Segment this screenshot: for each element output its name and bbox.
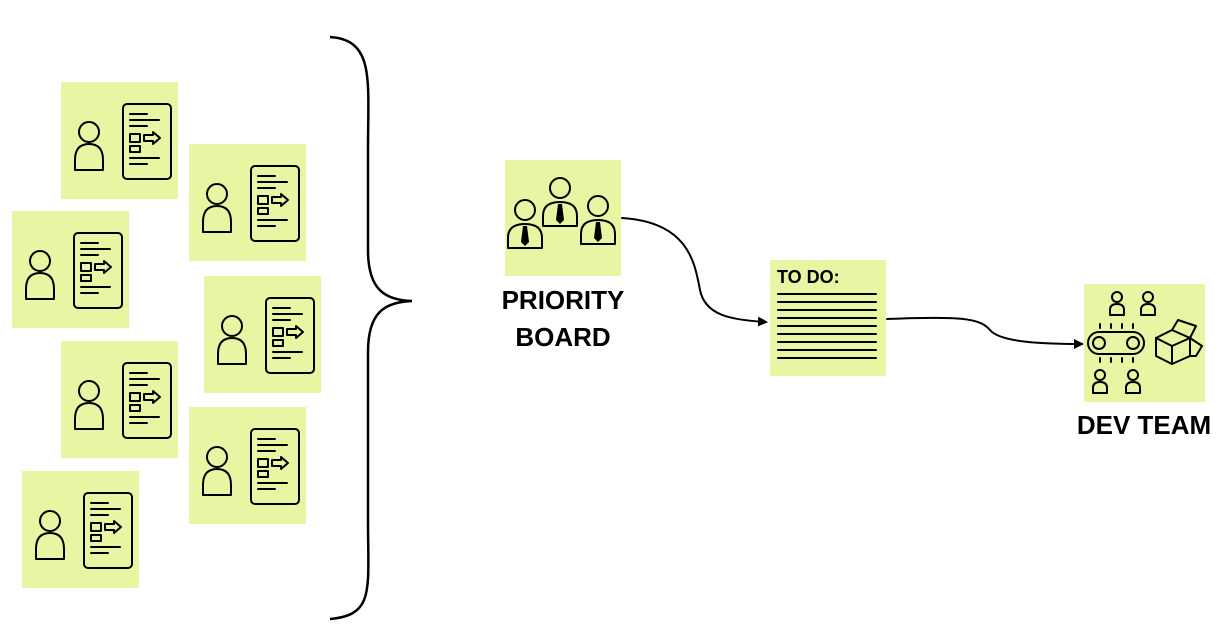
request-note-4 (203, 275, 322, 394)
request-note-3 (11, 210, 130, 329)
request-note-2 (188, 143, 307, 262)
request-note-6 (188, 406, 307, 525)
list-lines-icon (777, 293, 877, 359)
arrow-board-to-todo (621, 217, 768, 327)
conveyor-icon (1087, 323, 1145, 363)
arrow-todo-to-devteam (886, 316, 1084, 349)
priority-board-note (505, 160, 621, 276)
priority-board-label-line1: PRIORITY (502, 285, 625, 315)
todo-title: TO DO: (777, 267, 840, 287)
request-note-1 (60, 81, 179, 200)
dev-team-note (1084, 284, 1205, 402)
request-notes (11, 81, 322, 589)
dev-team-label: DEV TEAM (1077, 410, 1211, 440)
request-note-5 (60, 340, 179, 459)
grouping-brace (329, 35, 413, 621)
boxes-icon (1155, 319, 1203, 365)
todo-note: TO DO: (770, 260, 886, 376)
priority-board-label-line2: BOARD (515, 322, 610, 352)
request-note-7 (21, 470, 140, 589)
